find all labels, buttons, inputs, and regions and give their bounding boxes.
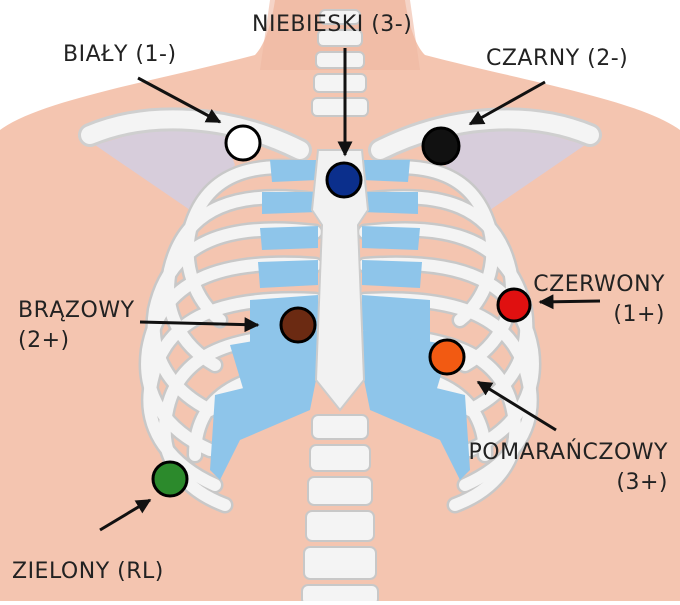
electrode-brown [281, 308, 315, 342]
electrode-black [423, 128, 459, 164]
label-red-name: CZERWONY [500, 270, 665, 300]
label-brown: BRĄZOWY (2+) [18, 296, 135, 355]
electrode-white [226, 126, 260, 160]
electrode-green [153, 462, 187, 496]
label-orange: POMARAŃCZOWY (3+) [406, 438, 668, 497]
label-blue: NIEBIESKI (3-) [252, 14, 412, 36]
label-orange-name: POMARAŃCZOWY [406, 438, 668, 468]
label-red: CZERWONY (1+) [500, 270, 665, 329]
label-brown-name: BRĄZOWY [18, 296, 135, 326]
label-brown-lead: (2+) [18, 326, 135, 356]
label-orange-lead: (3+) [406, 468, 668, 498]
electrode-orange [430, 340, 464, 374]
label-white: BIAŁY (1-) [63, 44, 177, 66]
label-green: ZIELONY (RL) [12, 561, 164, 583]
label-red-lead: (1+) [500, 300, 665, 330]
label-black: CZARNY (2-) [486, 48, 628, 70]
electrode-blue [327, 163, 361, 197]
